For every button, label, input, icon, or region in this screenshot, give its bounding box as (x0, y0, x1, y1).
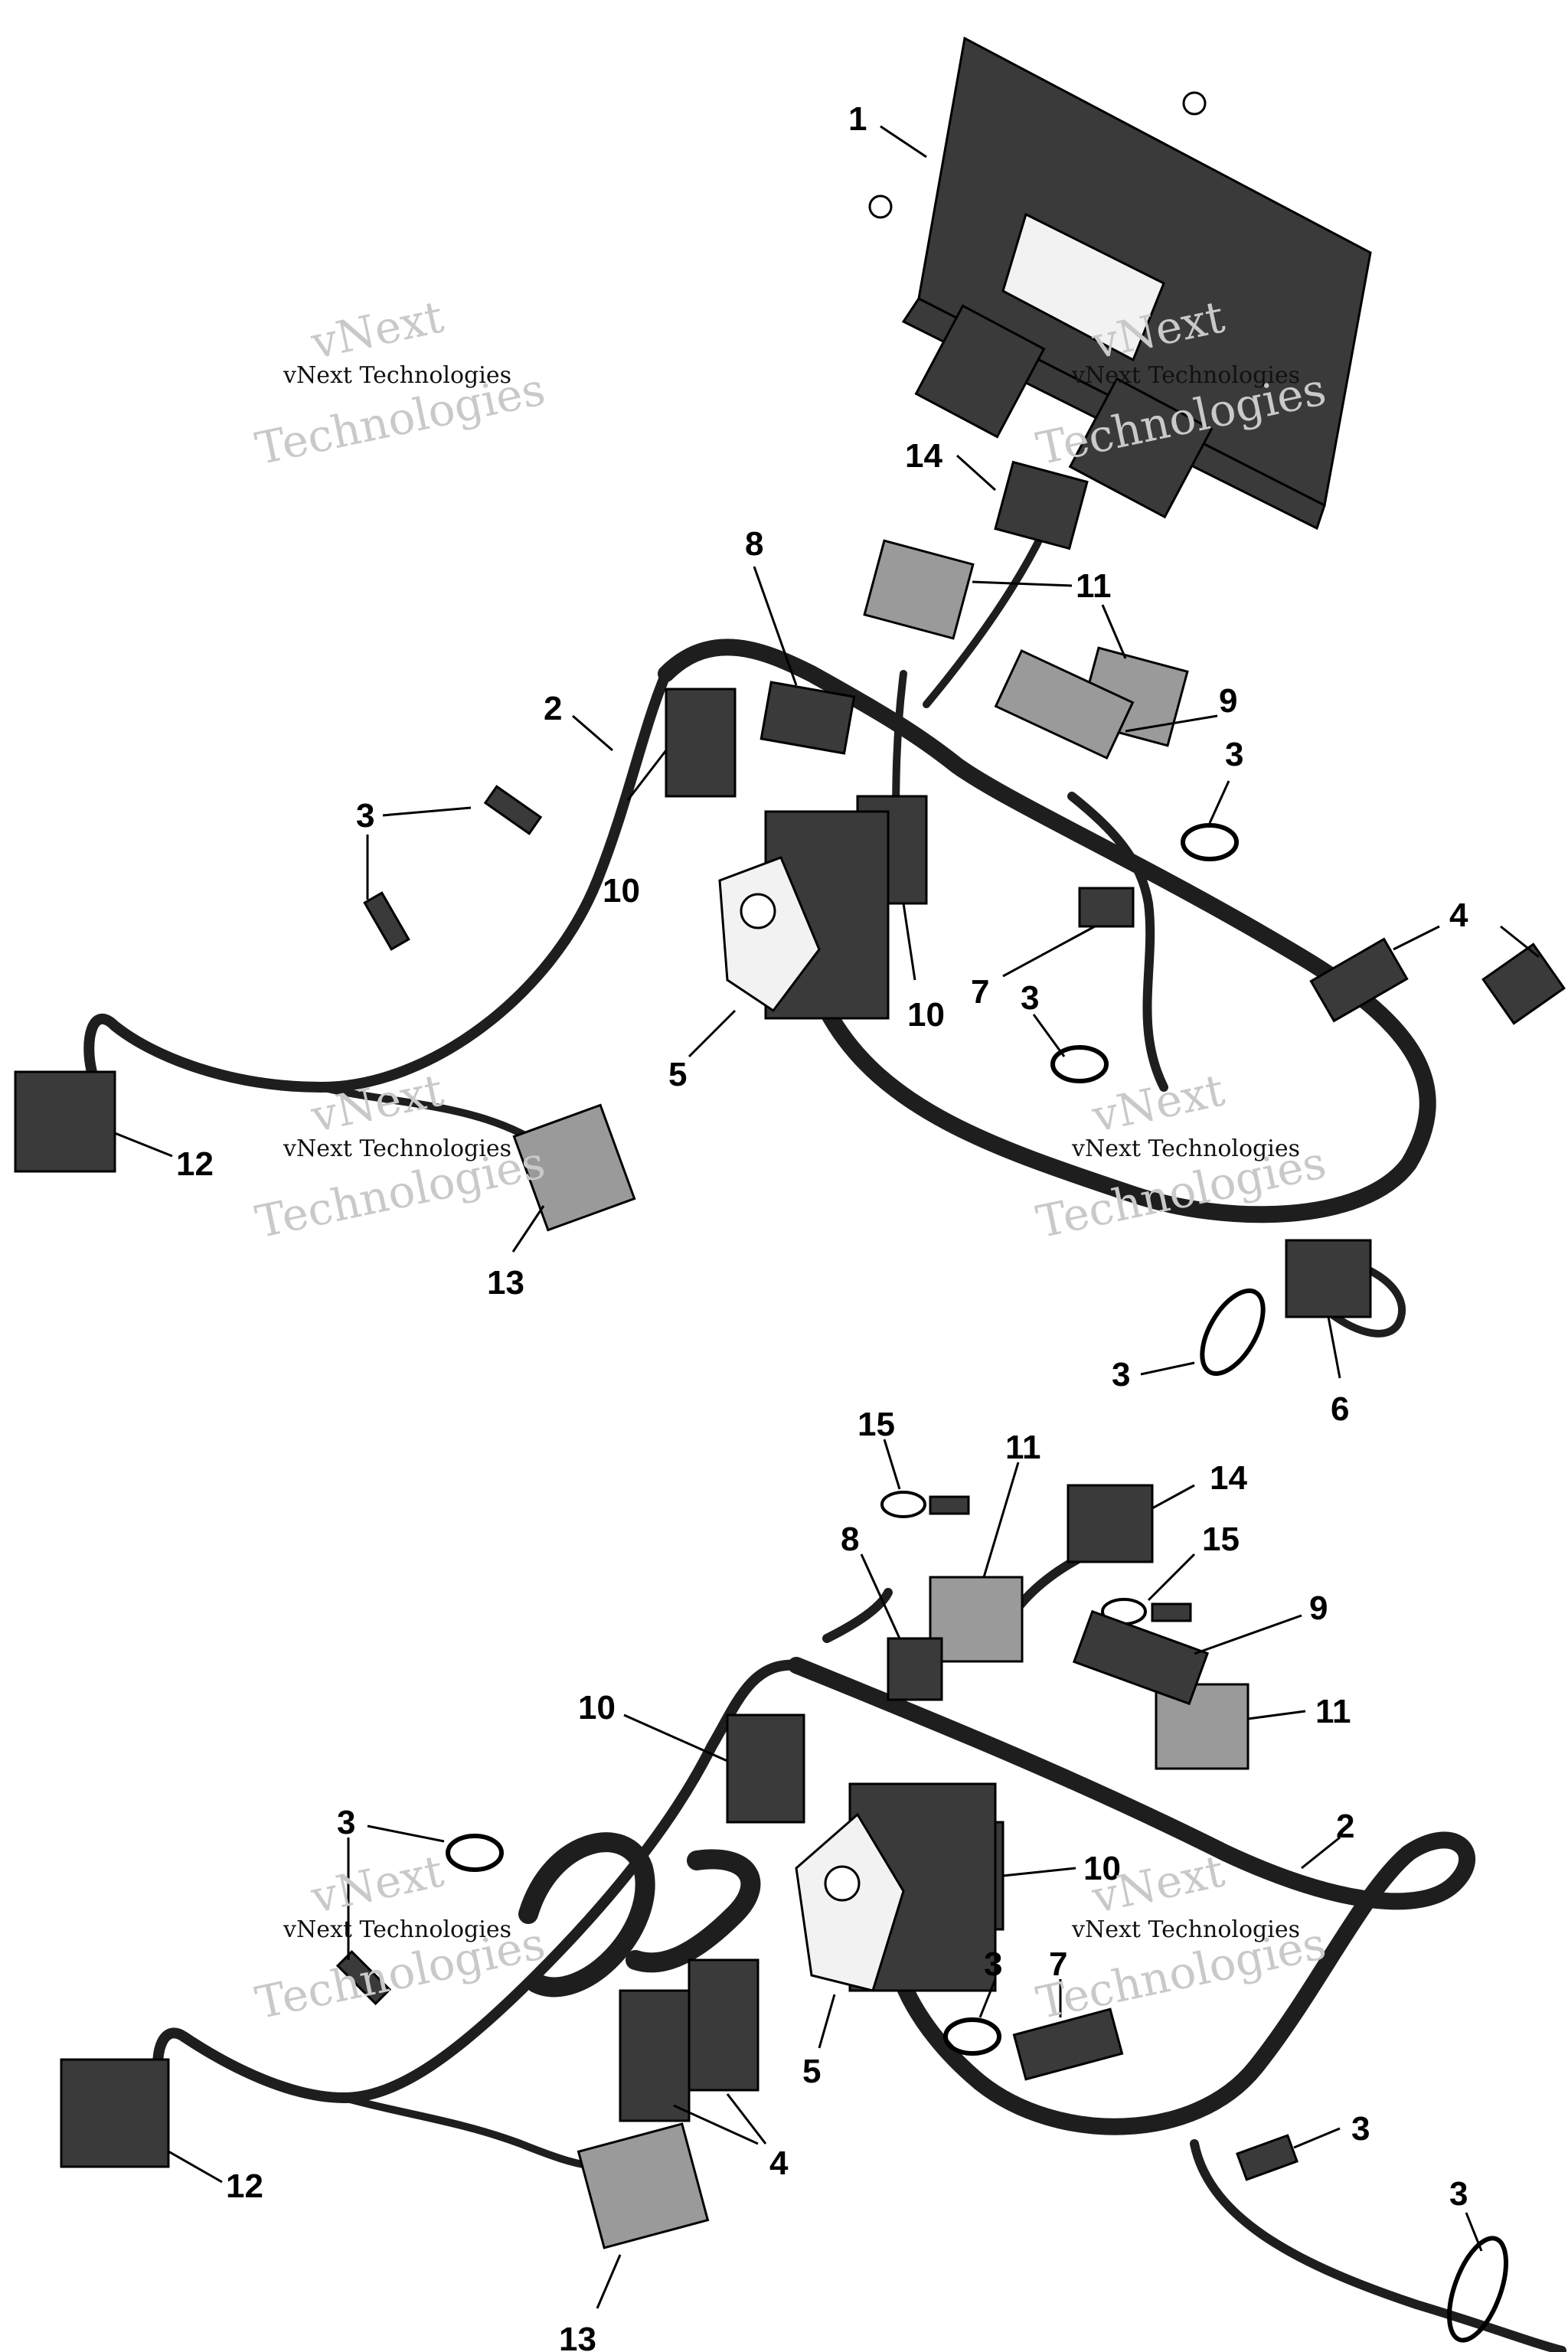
svg-text:vNext: vNext (306, 290, 448, 369)
clip-4-top-a (1309, 937, 1409, 1023)
connector-6-top (1285, 1239, 1372, 1318)
leader-lines-top (114, 125, 1540, 1379)
ring-terminal-15-bottom-a (880, 1491, 970, 1518)
connector-12-bottom (60, 2058, 170, 2168)
connector-11-bottom-b (1155, 1683, 1250, 1770)
sleeve-9-bottom (1072, 1609, 1210, 1706)
callout-4-top: 4 (1449, 897, 1468, 934)
callout-12-top: 12 (176, 1145, 214, 1183)
connector-12-top (14, 1070, 116, 1173)
sensor-5-bottom (795, 1782, 997, 1992)
callout-11-top: 11 (1076, 567, 1112, 605)
watermark-small-4: vNext Technologies (1071, 1135, 1300, 1162)
callout-3-top-c: 3 (1021, 979, 1039, 1017)
watermark-small-6: vNext Technologies (1071, 1916, 1300, 1943)
connector-13-bottom (577, 2122, 710, 2249)
clip-4-bottom-a (619, 1989, 691, 2122)
callout-3-bottom-c: 3 (1351, 2110, 1370, 2148)
callout-3-bottom-b: 3 (984, 1945, 1002, 1983)
watermark-small-2: vNext Technologies (1071, 362, 1300, 389)
callout-9-bottom: 9 (1309, 1589, 1328, 1627)
watermark-small-1: vNext Technologies (283, 362, 511, 389)
callout-4-bottom: 4 (769, 2145, 789, 2182)
tie-3-top-b (363, 891, 410, 951)
callout-7-top: 7 (971, 973, 989, 1011)
callout-9-top: 9 (1219, 682, 1237, 720)
callout-3-top-a: 3 (356, 797, 374, 835)
connector-8-bottom (887, 1637, 943, 1701)
svg-text:vNext: vNext (306, 1844, 448, 1923)
sensor-5-top (718, 810, 890, 1020)
callout-2-bottom: 2 (1336, 1808, 1354, 1845)
tie-3-top-a (483, 785, 543, 835)
callout-12-bottom: 12 (226, 2167, 263, 2205)
main-harness-bottom (152, 1550, 1566, 2352)
callout-11-bottom-b: 11 (1315, 1693, 1351, 1730)
callout-8-top: 8 (745, 525, 763, 563)
callout-13-bottom: 13 (559, 2321, 596, 2352)
bottom-assembly: 15 11 14 8 15 9 10 11 2 3 10 3 7 5 4 3 3… (60, 1406, 1566, 2352)
callout-10-bottom-b: 10 (1083, 1850, 1121, 1887)
tie-3-top-d (1050, 1045, 1109, 1083)
watermark-small-3: vNext Technologies (283, 1135, 511, 1162)
callout-10-bottom-a: 10 (578, 1689, 616, 1726)
callout-6-top: 6 (1331, 1390, 1349, 1428)
tie-3-bottom-a (446, 1834, 504, 1872)
callout-3-top-b: 3 (1225, 736, 1243, 773)
callout-3-bottom-a: 3 (337, 1804, 355, 1841)
connector-14-bottom (1067, 1484, 1154, 1563)
connector-8-top (760, 681, 856, 755)
connector-11-top-a (863, 539, 975, 640)
top-assembly: 1 2 3 8 14 11 9 3 4 10 7 3 10 5 12 13 3 … (14, 36, 1566, 1428)
callout-5-bottom: 5 (802, 2053, 821, 2090)
tie-3-top-e (1200, 1288, 1266, 1377)
connector-10-top-a (665, 688, 737, 798)
connector-11-bottom-a (929, 1576, 1024, 1663)
tie-3-bottom-d (1236, 2134, 1298, 2181)
callout-3-top-d: 3 (1112, 1356, 1130, 1393)
callout-14-bottom: 14 (1210, 1459, 1247, 1497)
connector-14-top (994, 460, 1089, 550)
tie-3-bottom-b (335, 1949, 392, 2006)
tie-3-bottom-e (1447, 2236, 1508, 2343)
callout-10-top-b: 10 (907, 996, 945, 1034)
leader-lines-bottom (168, 1439, 1483, 2309)
callouts-top: 1 2 3 8 14 11 9 3 4 10 7 3 10 5 12 13 3 … (176, 100, 1468, 1428)
callout-1-top: 1 (848, 100, 867, 138)
sleeve-9-top (994, 648, 1135, 760)
watermark-small-5: vNext Technologies (283, 1916, 511, 1943)
tie-3-bottom-c (943, 2017, 1001, 2056)
callout-14-top: 14 (905, 437, 942, 475)
clip-7-top (1078, 887, 1135, 928)
tie-3-top-c (1181, 823, 1239, 861)
callout-13-top: 13 (487, 1264, 524, 1302)
connector-10-bottom-a (726, 1713, 805, 1824)
callout-5-top: 5 (668, 1056, 687, 1093)
callout-15-bottom-a: 15 (858, 1406, 895, 1443)
clip-7-bottom (1012, 2007, 1124, 2081)
callouts-bottom: 15 11 14 8 15 9 10 11 2 3 10 3 7 5 4 3 3… (226, 1406, 1468, 2352)
connector-13-top (512, 1103, 636, 1232)
ecu-module (868, 36, 1372, 531)
callout-11-bottom-a: 11 (1005, 1429, 1041, 1466)
callout-8-bottom: 8 (841, 1521, 859, 1558)
callout-3-bottom-d: 3 (1449, 2175, 1468, 2213)
callout-2-top: 2 (544, 690, 562, 727)
clip-4-bottom-b (688, 1958, 760, 2092)
callout-15-bottom-b: 15 (1202, 1521, 1240, 1558)
callout-10-top-a: 10 (603, 872, 640, 910)
clip-4-top-b (1481, 942, 1566, 1025)
callout-7-bottom: 7 (1049, 1945, 1067, 1983)
